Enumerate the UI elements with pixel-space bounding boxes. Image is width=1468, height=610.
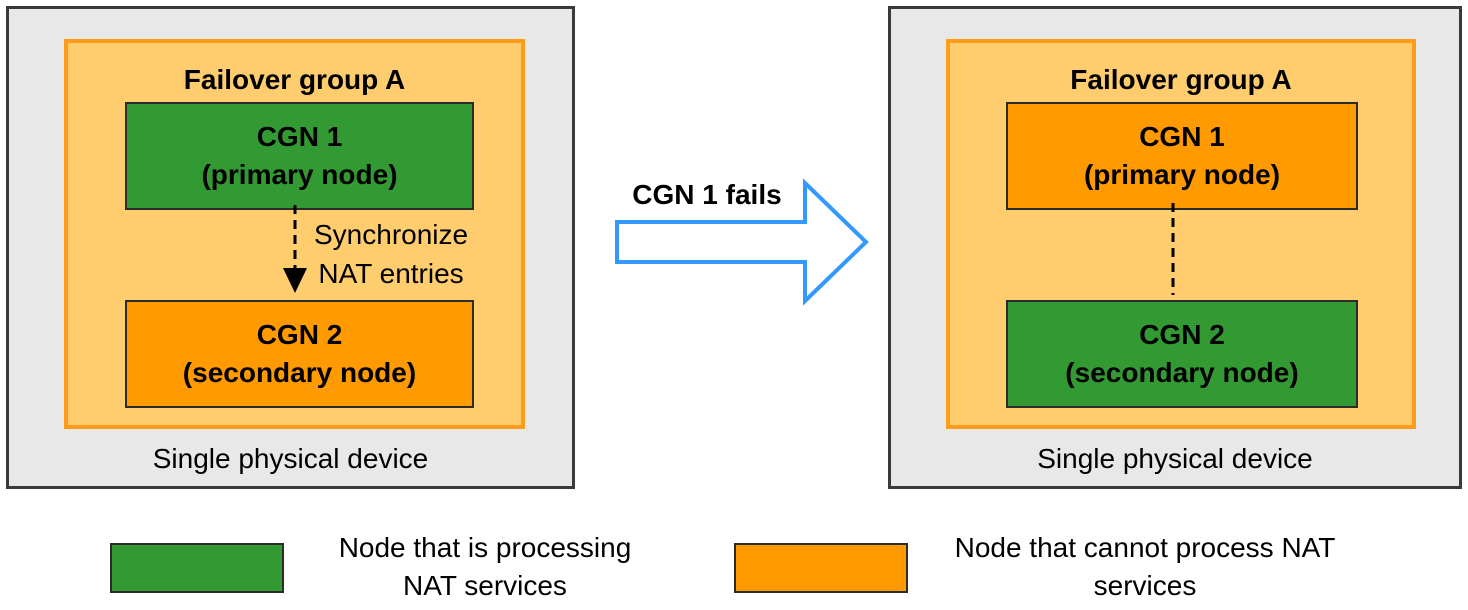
right-group-title: Failover group A xyxy=(1070,64,1292,95)
legend-processing-line2: NAT services xyxy=(403,570,567,601)
sync-arrowhead xyxy=(283,268,307,293)
legend-not-processing-swatch xyxy=(734,543,908,593)
left-cgn2-node: CGN 2 (secondary node) xyxy=(125,300,474,408)
left-cgn1-name: CGN 1 xyxy=(256,121,343,152)
left-cgn2-name: CGN 2 xyxy=(256,319,343,350)
legend-not-processing-line1: Node that cannot process NAT xyxy=(954,532,1336,563)
failover-arrow-icon xyxy=(615,178,869,306)
right-cgn2-role: (secondary node) xyxy=(1065,357,1299,388)
right-cgn1-role: (primary node) xyxy=(1083,159,1281,190)
sync-label: Synchronize NAT entries xyxy=(314,215,468,293)
left-cgn2-role: (secondary node) xyxy=(182,357,417,388)
right-physical-device: Failover group A CGN 1 (primary node) CG… xyxy=(888,6,1462,489)
left-physical-device: Failover group A CGN 1 (primary node) CG… xyxy=(6,6,575,489)
legend-not-processing-line2: services xyxy=(1093,570,1197,601)
sync-label-line2: NAT entries xyxy=(318,258,464,289)
right-device-label: Single physical device xyxy=(1037,443,1313,474)
right-cgn1-name: CGN 1 xyxy=(1139,121,1225,152)
left-device-label: Single physical device xyxy=(152,443,429,474)
left-group-title: Failover group A xyxy=(183,64,406,95)
legend-processing-line1: Node that is processing xyxy=(338,532,632,563)
legend-processing-text: Node that is processing NAT services xyxy=(300,529,670,605)
left-failover-group: Failover group A CGN 1 (primary node) CG… xyxy=(64,39,525,429)
right-cgn2-node: CGN 2 (secondary node) xyxy=(1006,300,1358,408)
left-cgn1-role: (primary node) xyxy=(201,159,398,190)
right-cgn2-name: CGN 2 xyxy=(1139,319,1225,350)
left-cgn1-node: CGN 1 (primary node) xyxy=(125,102,474,210)
right-failover-group: Failover group A CGN 1 (primary node) CG… xyxy=(946,39,1416,429)
right-cgn1-node: CGN 1 (primary node) xyxy=(1006,102,1358,210)
legend-processing-swatch xyxy=(110,543,284,593)
legend-not-processing-text: Node that cannot process NAT services xyxy=(915,529,1375,605)
transition-label: CGN 1 fails xyxy=(632,179,782,210)
sync-label-line1: Synchronize xyxy=(314,219,469,250)
